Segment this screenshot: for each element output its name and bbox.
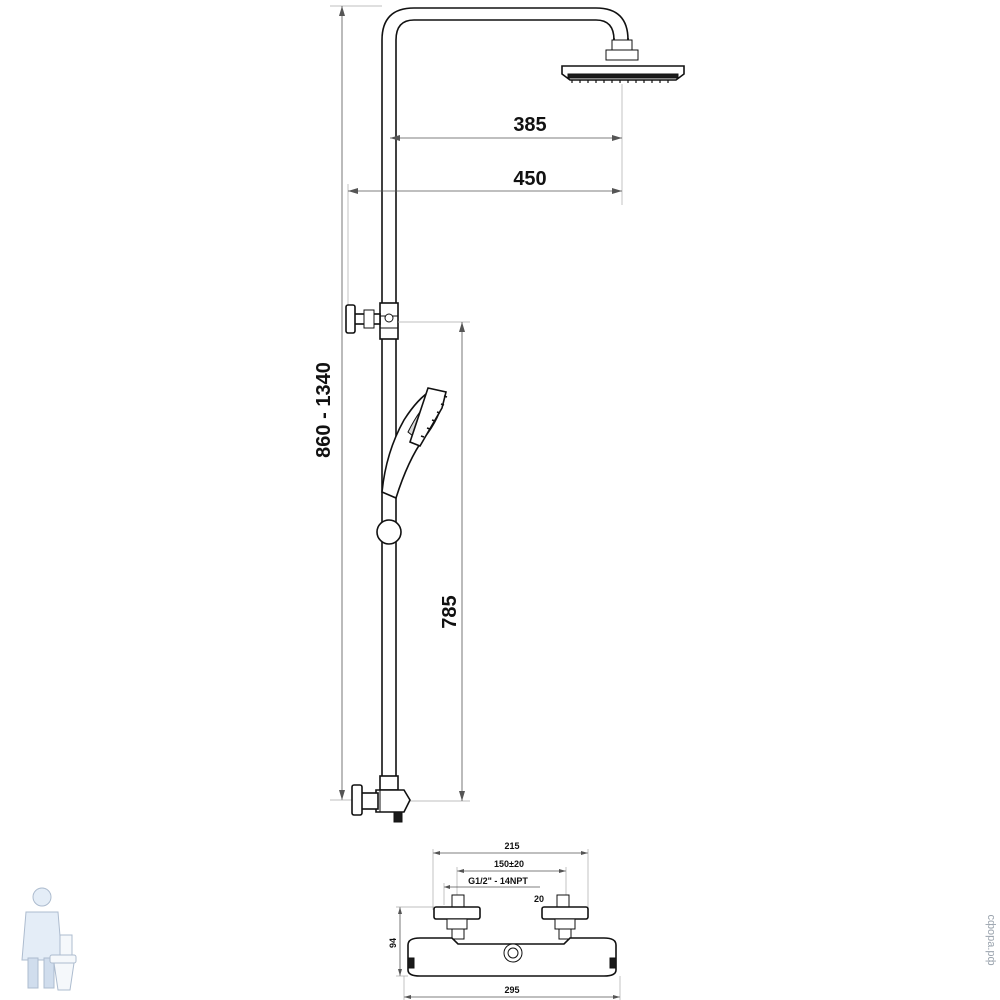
dimension-label-785: 785 (439, 595, 461, 628)
spray-nozzles (571, 80, 669, 83)
dimension-385: 385 (390, 84, 623, 150)
dimension-94: 94 (388, 906, 434, 977)
dimension-20: 20 (534, 894, 544, 904)
dimension-label-94: 94 (388, 938, 398, 948)
left-inlet-connector (433, 894, 481, 940)
lower-diverter-fitting (351, 775, 411, 823)
dimension-785: 785 (398, 321, 470, 802)
dimension-label-150: 150±20 (494, 859, 524, 869)
overhead-shower-head (561, 39, 685, 83)
dimension-label-450: 450 (513, 168, 546, 190)
wall-bracket-upper (345, 302, 399, 340)
dimension-450: 450 (347, 150, 623, 310)
dimension-295: 295 (403, 976, 621, 1000)
dimension-label-385: 385 (513, 114, 546, 136)
hand-shower (376, 387, 448, 545)
dimension-label-215: 215 (504, 841, 519, 851)
dimension-label-thread: G1/2" - 14NPT (468, 876, 528, 886)
dimension-label-860-1340: 860 - 1340 (313, 362, 335, 458)
dimension-215: 215 (432, 841, 589, 910)
plumber-with-toilet-icon (21, 887, 77, 991)
right-inlet-connector (541, 894, 589, 940)
hand-shower-nozzles (420, 395, 448, 438)
right-handle-marker (609, 957, 617, 969)
watermark-site-text: сфора.рф (985, 914, 997, 965)
dimension-thread: G1/2" - 14NPT (443, 876, 540, 905)
dimension-label-295: 295 (504, 985, 519, 995)
thermostatic-mixer: 215 150±20 G1/2" - 14NPT 20 (388, 841, 621, 1000)
dimension-860-1340: 860 - 1340 (313, 5, 382, 801)
dimension-label-20: 20 (534, 894, 544, 904)
left-handle-marker (407, 957, 415, 969)
shower-riser (381, 7, 629, 795)
